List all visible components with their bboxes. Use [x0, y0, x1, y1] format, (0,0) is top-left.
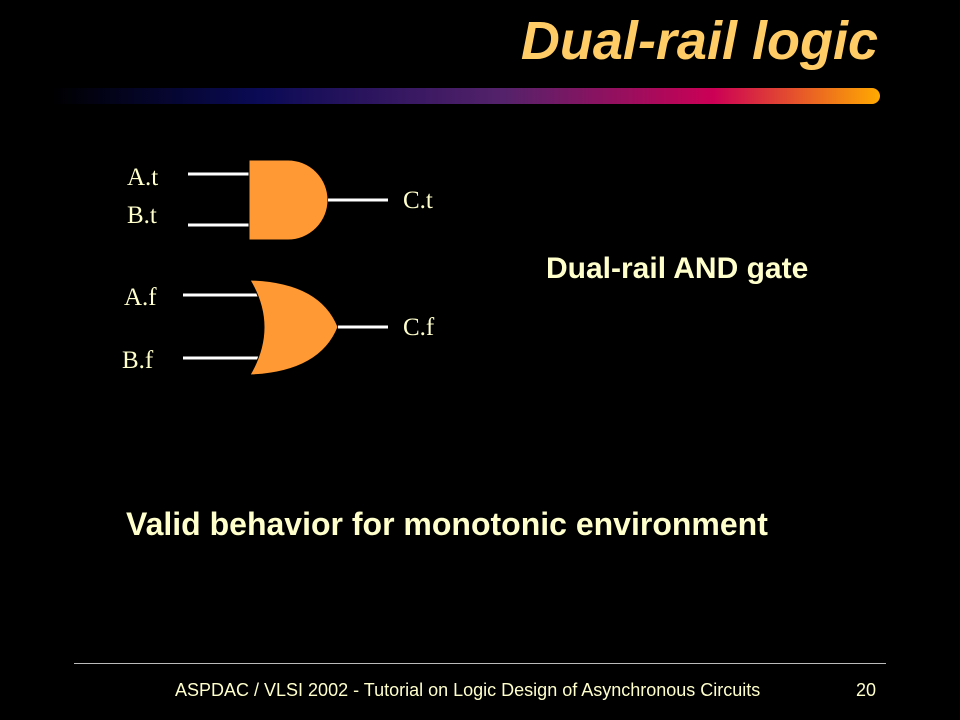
signal-label-b-false: B.f [122, 347, 154, 374]
footer-divider [74, 663, 886, 664]
slide-title: Dual-rail logic [520, 11, 878, 71]
and-gate-icon [248, 159, 329, 241]
signal-label-c-true: C.t [403, 187, 433, 214]
or-gate-icon [249, 279, 339, 376]
signal-label-a-false: A.f [124, 284, 157, 311]
monotonic-statement: Valid behavior for monotonic environment [126, 506, 768, 542]
signal-label-b-true: B.t [127, 202, 157, 229]
title-underline-bar [50, 88, 880, 104]
gate-caption: Dual-rail AND gate [546, 252, 809, 285]
signal-label-c-false: C.f [403, 314, 435, 341]
signal-label-a-true: A.t [127, 164, 159, 191]
footer-text: ASPDAC / VLSI 2002 - Tutorial on Logic D… [175, 680, 761, 700]
slide-number: 20 [856, 680, 877, 700]
